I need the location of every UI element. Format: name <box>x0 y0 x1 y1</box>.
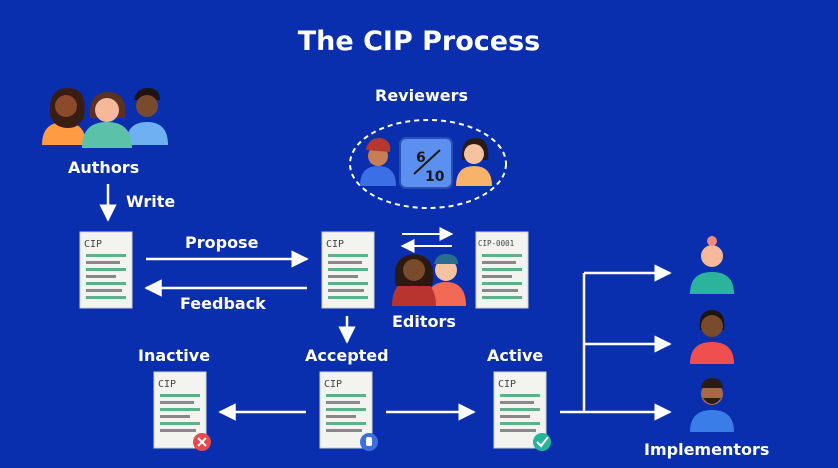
implementors-label: Implementors <box>644 440 770 459</box>
implementor-3-icon <box>690 378 734 432</box>
svg-text:CIP: CIP <box>84 239 102 250</box>
active-label: Active <box>487 346 544 365</box>
reviewer-right-icon <box>456 138 492 186</box>
svg-text:CIP: CIP <box>158 379 176 390</box>
author-draft-document: CIP <box>79 231 133 309</box>
implementor-2-icon <box>690 310 734 364</box>
svg-text:CIP: CIP <box>326 239 344 250</box>
reviewers-ellipse <box>349 119 507 209</box>
feedback-label: Feedback <box>180 294 266 313</box>
score-box: 6 10 <box>399 137 453 189</box>
page-title: The CIP Process <box>297 26 541 57</box>
svg-text:CIP: CIP <box>498 379 516 390</box>
reviewer-left-icon <box>360 138 396 186</box>
editors-icon <box>392 254 466 306</box>
inactive-label: Inactive <box>138 346 211 365</box>
proposed-document: CIP <box>321 231 375 309</box>
authors-label: Authors <box>68 158 140 177</box>
write-label: Write <box>126 192 176 211</box>
active-document: CIP <box>493 371 551 451</box>
implementor-1-icon <box>690 236 734 294</box>
check-icon <box>533 433 551 451</box>
reviewers-label: Reviewers <box>375 86 468 105</box>
accepted-label: Accepted <box>305 346 389 365</box>
authors-icon <box>42 88 168 148</box>
editors-label: Editors <box>392 312 456 331</box>
inactive-document: CIP <box>153 371 211 451</box>
propose-label: Propose <box>185 233 259 252</box>
svg-text:CIP-0001: CIP-0001 <box>478 239 514 248</box>
numbered-document: CIP-0001 <box>475 231 529 309</box>
accepted-document: CIP <box>319 371 378 451</box>
implementor-branch-arrows <box>560 264 672 421</box>
score-numerator: 6 <box>416 150 426 166</box>
score-denominator: 10 <box>425 169 445 185</box>
svg-text:CIP: CIP <box>324 379 342 390</box>
